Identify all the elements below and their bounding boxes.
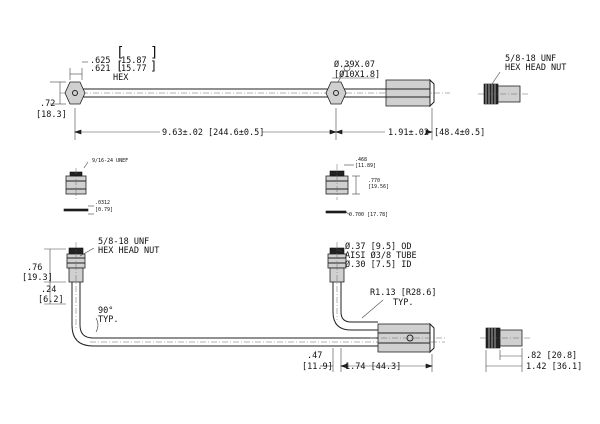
- bottom-w1-mm: [11.9]: [302, 362, 333, 372]
- bottom-h1-in: .76: [27, 263, 42, 273]
- radius-2: TYP.: [393, 298, 413, 308]
- svg-text:[: [: [116, 45, 124, 61]
- bottom-angle-2: TYP.: [98, 315, 118, 325]
- height-mm: [18.3]: [36, 110, 67, 120]
- bottom-h1-mm: [19.3]: [22, 273, 53, 283]
- bottom-angle-1: 90°: [98, 306, 113, 316]
- svg-text:[: [: [116, 59, 123, 73]
- hex-dim-mm-2: 15.77: [121, 64, 147, 74]
- right-nut-body: [385, 79, 431, 107]
- nut-top-label-2: HEX HEAD NUT: [505, 63, 566, 73]
- hex-dim-in-2: .621: [90, 64, 110, 74]
- bottom-nut-label-2: HEX HEAD NUT: [98, 246, 159, 256]
- tube-spec-3: Ø.30 [7.5] ID: [345, 259, 412, 270]
- detail-right-d2-in: .770: [368, 178, 380, 184]
- detail-left: [63, 161, 94, 215]
- tube-spec-1: Ø.37 [9.5] OD: [345, 241, 412, 252]
- detail-right-d3: 0.700 [17.78]: [349, 212, 388, 218]
- hex-dim-in-1: .625: [90, 56, 110, 66]
- detail-left-thk-mm: [0.79]: [95, 207, 113, 213]
- detail-left-thk-in: .0312: [95, 200, 110, 206]
- bottom-nut-label-1: 5/8-18 UNF: [98, 237, 149, 247]
- bottom-h2-mm: [6.2]: [38, 295, 64, 305]
- bottom-dimensions: [44, 247, 433, 372]
- nut-bottom-dim-2: 1.42 [36.1]: [526, 362, 582, 372]
- length-2: 1.91±.02 [48.4±0.5]: [388, 128, 485, 138]
- svg-text:]: ]: [150, 59, 157, 73]
- radius-1: R1.13 [R28.6]: [370, 288, 437, 298]
- nut-bottom: [480, 327, 530, 372]
- tube-od-in: Ø.39X.07: [334, 59, 375, 70]
- hex-dim-mm-1: 15.87: [121, 56, 147, 66]
- middle-hex-fitting: [325, 81, 347, 105]
- bottom-length: 1.74 [44.3]: [345, 362, 401, 372]
- detail-right-d1-mm: [11.89]: [355, 163, 376, 169]
- nut-bottom-dim-1: .82 [20.8]: [526, 351, 577, 361]
- top-dimensions: [50, 61, 433, 140]
- detail-right-d2-mm: [19.56]: [368, 184, 389, 190]
- top-assembly: [60, 64, 450, 108]
- detail-left-thread: 9/16-24 UNEF: [92, 158, 128, 164]
- nut-top: [478, 71, 528, 105]
- hex-label: HEX: [113, 73, 129, 83]
- detail-right: [325, 164, 360, 216]
- length-1: 9.63±.02 [244.6±0.5]: [162, 128, 264, 138]
- left-hex-fitting: [64, 81, 86, 105]
- tube-od-mm: [Ø10X1.8]: [334, 69, 380, 80]
- bottom-assembly: [66, 242, 445, 354]
- svg-text:]: ]: [150, 45, 158, 61]
- left-hex-hole: [72, 90, 78, 96]
- height-in: .72: [40, 99, 55, 109]
- detail-right-d1-in: .468: [355, 157, 367, 163]
- bottom-h2-in: .24: [41, 285, 56, 295]
- tube-spec-2: AISI Ø3/8 TUBE: [345, 250, 417, 261]
- nut-top-label-1: 5/8-18 UNF: [505, 54, 556, 64]
- bottom-w1-in: .47: [307, 351, 322, 361]
